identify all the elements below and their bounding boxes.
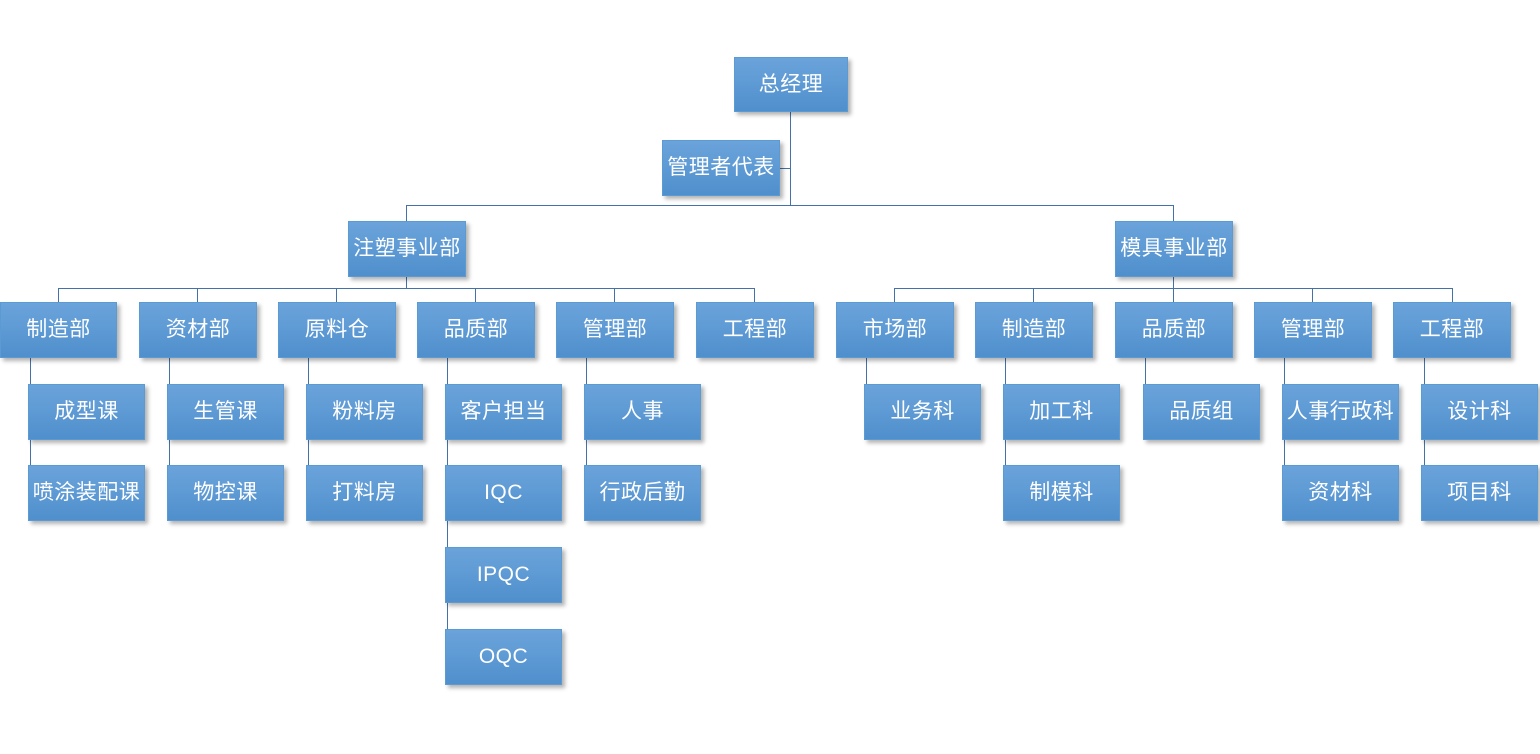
connector-division-drop-1 [406, 205, 407, 221]
node-section-ipqc[interactable]: IPQC [445, 547, 562, 603]
node-section-quality-group[interactable]: 品质组 [1143, 384, 1260, 440]
connector-left-dept-drop-2 [197, 288, 198, 302]
connector-right-dept-drop-4 [1312, 288, 1313, 302]
connector-division-drop-2 [1173, 205, 1174, 221]
node-label: 制模科 [1029, 481, 1094, 505]
node-section-human-resources[interactable]: 人事 [584, 384, 701, 440]
node-section-materials[interactable]: 资材科 [1282, 465, 1399, 521]
node-section-oqc[interactable]: OQC [445, 629, 562, 685]
node-dept-left-quality[interactable]: 品质部 [417, 302, 535, 358]
node-dept-right-administration[interactable]: 管理部 [1254, 302, 1372, 358]
node-label: 工程部 [1419, 318, 1485, 342]
node-label: IPQC [476, 563, 531, 587]
node-label: 市场部 [862, 318, 928, 342]
node-section-customer-service[interactable]: 客户担当 [445, 384, 562, 440]
node-label: 制造部 [26, 318, 91, 342]
node-label: 业务科 [890, 400, 955, 424]
node-dept-left-materials[interactable]: 资材部 [139, 302, 257, 358]
node-label: 成型课 [54, 400, 119, 424]
node-label: 加工科 [1029, 400, 1094, 424]
node-label: 喷涂装配课 [32, 481, 141, 505]
node-dept-left-engineering[interactable]: 工程部 [696, 302, 814, 358]
node-section-production-control[interactable]: 生管课 [167, 384, 284, 440]
node-label: 管理部 [582, 318, 648, 342]
node-section-iqc[interactable]: IQC [445, 465, 562, 521]
connector-right-dept-drop-1 [894, 288, 895, 302]
node-label: 设计科 [1447, 400, 1512, 424]
node-label: 品质部 [443, 318, 509, 342]
node-management-representative[interactable]: 管理者代表 [662, 140, 780, 196]
connector-left-dept-drop-1 [58, 288, 59, 302]
node-section-powder-room[interactable]: 粉料房 [306, 384, 423, 440]
node-label: 品质部 [1141, 318, 1207, 342]
node-section-design[interactable]: 设计科 [1421, 384, 1538, 440]
node-dept-right-engineering[interactable]: 工程部 [1393, 302, 1511, 358]
node-label: 人事 [621, 400, 664, 424]
node-label: 行政后勤 [599, 481, 686, 505]
node-label: 管理部 [1280, 318, 1346, 342]
connector-left-division-stem [406, 277, 407, 288]
node-division-injection-molding[interactable]: 注塑事业部 [348, 221, 466, 277]
node-label: 品质组 [1169, 400, 1234, 424]
connector-right-dept-drop-5 [1452, 288, 1453, 302]
node-label: 打料房 [332, 481, 397, 505]
node-section-sales[interactable]: 业务科 [864, 384, 981, 440]
node-dept-right-quality[interactable]: 品质部 [1115, 302, 1233, 358]
node-section-molding[interactable]: 成型课 [28, 384, 145, 440]
node-label: 模具事业部 [1120, 237, 1228, 261]
node-label: 资材部 [165, 318, 231, 342]
connector-left-dept-drop-5 [614, 288, 615, 302]
node-label: 生管课 [193, 400, 258, 424]
node-label: OQC [478, 645, 529, 669]
connector-left-department-bus [58, 288, 755, 289]
node-label: IQC [484, 481, 523, 505]
connector-division-bus [406, 205, 1174, 206]
node-dept-left-administration[interactable]: 管理部 [556, 302, 674, 358]
node-label: 制造部 [1001, 318, 1067, 342]
node-general-manager[interactable]: 总经理 [734, 57, 848, 112]
node-section-hr-admin[interactable]: 人事行政科 [1282, 384, 1399, 440]
node-label: 项目科 [1447, 481, 1512, 505]
node-label: 管理者代表 [667, 156, 775, 180]
node-label: 物控课 [193, 481, 258, 505]
node-label: 客户担当 [460, 400, 547, 424]
node-label: 资材科 [1308, 481, 1373, 505]
node-section-project[interactable]: 项目科 [1421, 465, 1538, 521]
node-label: 人事行政科 [1286, 400, 1395, 424]
connector-top-trunk [790, 112, 791, 205]
connector-left-dept-drop-6 [754, 288, 755, 302]
node-label: 总经理 [758, 72, 824, 96]
node-dept-left-raw-material-warehouse[interactable]: 原料仓 [278, 302, 396, 358]
node-section-material-control[interactable]: 物控课 [167, 465, 284, 521]
connector-right-dept-drop-2 [1033, 288, 1034, 302]
node-division-mold[interactable]: 模具事业部 [1115, 221, 1233, 277]
node-dept-left-manufacturing[interactable]: 制造部 [0, 302, 117, 358]
node-section-mold-making[interactable]: 制模科 [1003, 465, 1120, 521]
node-section-admin-logistics[interactable]: 行政后勤 [584, 465, 701, 521]
connector-assistant-stub [780, 168, 791, 169]
connector-left-dept-drop-3 [336, 288, 337, 302]
node-section-machining[interactable]: 加工科 [1003, 384, 1120, 440]
node-label: 注塑事业部 [353, 237, 461, 261]
node-section-grinding-room[interactable]: 打料房 [306, 465, 423, 521]
node-section-spray-assembly[interactable]: 喷涂装配课 [28, 465, 145, 521]
connector-left-dept-drop-4 [475, 288, 476, 302]
node-dept-right-manufacturing[interactable]: 制造部 [975, 302, 1093, 358]
connector-right-dept-drop-3 [1173, 288, 1174, 302]
node-dept-right-marketing[interactable]: 市场部 [836, 302, 954, 358]
node-label: 工程部 [722, 318, 788, 342]
node-label: 粉料房 [332, 400, 397, 424]
connector-right-division-stem [1173, 277, 1174, 288]
node-label: 原料仓 [304, 318, 370, 342]
